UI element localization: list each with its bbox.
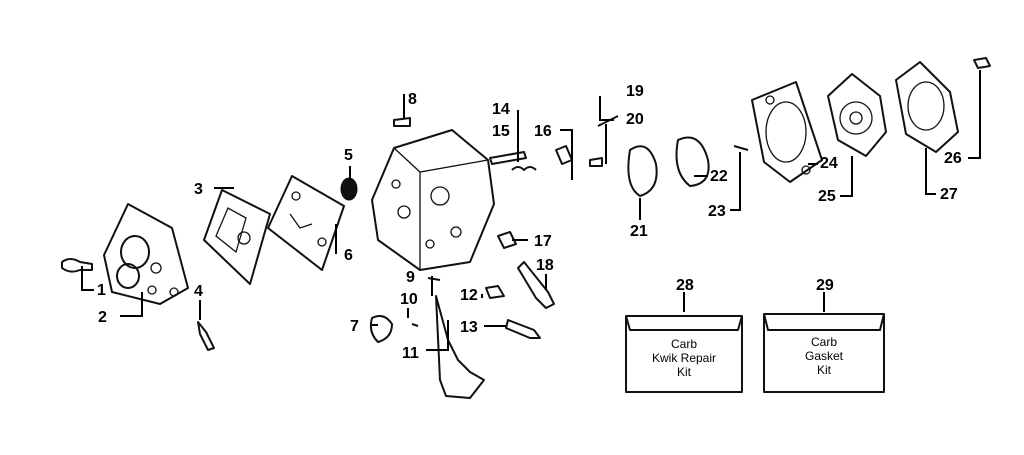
part-number-27: 27	[940, 186, 958, 203]
part-7	[369, 315, 393, 343]
part-number-25: 25	[818, 188, 836, 205]
part-number-3: 3	[194, 181, 203, 198]
part-number-26: 26	[944, 150, 962, 167]
part-number-4: 4	[194, 283, 203, 300]
leader-lines	[81, 70, 981, 351]
part-18-needle	[517, 261, 555, 309]
part-23-screw	[733, 145, 749, 151]
part-13-screw	[505, 319, 541, 339]
part-5-screen	[340, 177, 358, 201]
part-8-screw	[393, 117, 411, 127]
kit-29-line-2: Gasket	[805, 349, 844, 363]
kit-envelope-29: Carb Gasket Kit	[763, 313, 885, 393]
part-6-diaphragm	[267, 175, 345, 271]
part-number-22: 22	[710, 168, 728, 185]
kit-29-line-3: Kit	[817, 363, 832, 377]
carburetor-body	[371, 129, 495, 271]
part-number-16: 16	[534, 123, 552, 140]
part-number-8: 8	[408, 91, 417, 108]
part-number-6: 6	[344, 247, 353, 264]
part-24-gasket	[751, 81, 823, 183]
part-number-15: 15	[492, 123, 510, 140]
part-number-10: 10	[400, 291, 418, 308]
part-1-screw	[61, 258, 93, 273]
part-4-screw	[197, 321, 215, 351]
part-number-1: 1	[97, 282, 106, 299]
part-number-19: 19	[626, 83, 644, 100]
part-number-18: 18	[536, 257, 554, 274]
part-12-jet	[485, 285, 505, 299]
part-20-screw	[589, 157, 603, 167]
kit-29-line-1: Carb	[811, 335, 837, 349]
part-21-plate	[627, 145, 658, 197]
kit-28-line-1: Carb	[671, 337, 697, 351]
part-number-14: 14	[492, 101, 510, 118]
part-22-disc	[675, 136, 710, 187]
part-3-gasket	[203, 189, 271, 285]
kit-envelope-28: Carb Kwik Repair Kit	[625, 315, 743, 393]
part-number-11: 11	[402, 345, 419, 362]
part-number-2: 2	[98, 309, 107, 326]
part-number-12: 12	[460, 287, 478, 304]
kit-28-line-2: Kwik Repair	[652, 351, 716, 365]
part-number-17: 17	[534, 233, 552, 250]
part-number-5: 5	[344, 147, 353, 164]
part-2-pump-cover	[103, 203, 189, 305]
part-number-7: 7	[350, 318, 359, 335]
part-27-cover	[895, 61, 959, 153]
part-16-clip	[555, 145, 573, 165]
part-number-23: 23	[708, 203, 726, 220]
part-26-screw	[973, 57, 991, 69]
part-17-screw	[497, 231, 517, 249]
part-number-9: 9	[406, 269, 415, 286]
part-number-28: 28	[676, 277, 694, 294]
part-number-21: 21	[630, 223, 648, 240]
kit-28-line-3: Kit	[677, 365, 692, 379]
part-number-29: 29	[816, 277, 834, 294]
part-number-13: 13	[460, 319, 478, 336]
part-15-spring	[511, 166, 537, 171]
part-25-diaphragm	[827, 73, 887, 157]
part-14-shaft	[489, 151, 527, 165]
part-number-20: 20	[626, 111, 644, 128]
part-9-10-11-lever	[411, 277, 485, 399]
part-number-24: 24	[820, 155, 838, 172]
